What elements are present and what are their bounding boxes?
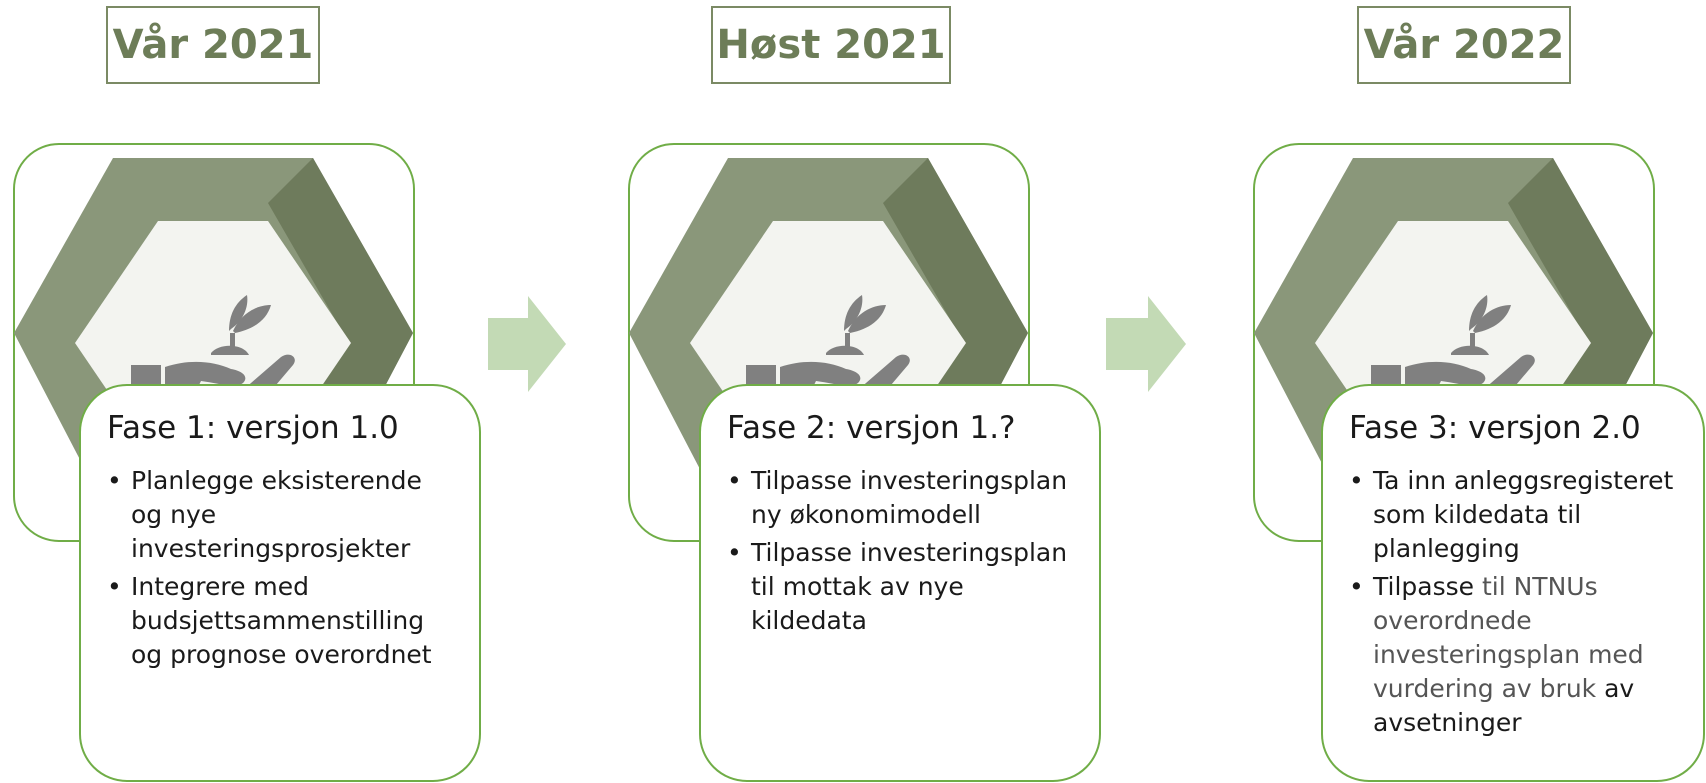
phase-1-title: Fase 1: versjon 1.0 (107, 410, 399, 446)
phase-2-card: Fase 2: versjon 1.? Tilpasse investering… (699, 384, 1101, 782)
phase-1-bullets: Planlegge eksisterende og nye investerin… (107, 464, 453, 672)
period-label-3: Vår 2022 (1357, 6, 1571, 84)
period-label-2: Høst 2021 (711, 6, 951, 84)
list-item: Ta inn anleggsregisteret som kildedata t… (1349, 464, 1677, 566)
phase-1-card: Fase 1: versjon 1.0 Planlegge eksisteren… (79, 384, 481, 782)
phase-3-title: Fase 3: versjon 2.0 (1349, 410, 1641, 446)
phase-3-bullets: Ta inn anleggsregisteret som kildedata t… (1349, 464, 1677, 740)
list-item: Tilpasse investeringsplan ny økonomimode… (727, 464, 1073, 532)
period-label-1: Vår 2021 (106, 6, 320, 84)
phase-3-card: Fase 3: versjon 2.0 Ta inn anleggsregist… (1321, 384, 1705, 782)
phase-2-title: Fase 2: versjon 1.? (727, 410, 1016, 446)
phase-2-bullets: Tilpasse investeringsplan ny økonomimode… (727, 464, 1073, 638)
arrow-right-icon-2 (1106, 296, 1186, 392)
list-item: Tilpasse investeringsplan til mottak av … (727, 536, 1073, 638)
arrow-right-icon-1 (488, 296, 566, 392)
list-item: Integrere med budsjettsammenstilling og … (107, 570, 453, 672)
list-item: Planlegge eksisterende og nye investerin… (107, 464, 453, 566)
list-item: Tilpasse til NTNUs overordnede investeri… (1349, 570, 1677, 740)
